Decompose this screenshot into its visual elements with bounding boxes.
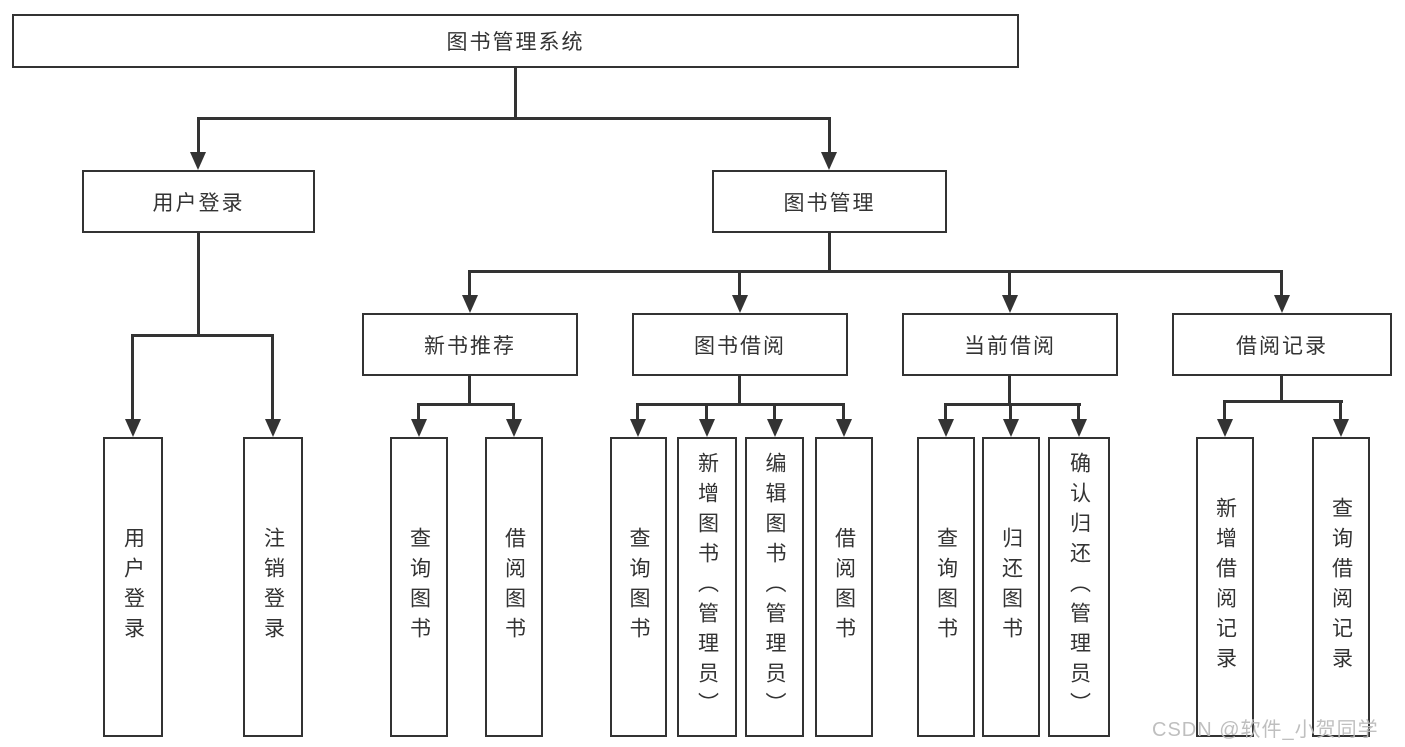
leaf-logout: 注销登录 [243,437,303,737]
connector-line [417,403,420,423]
connector-line [1223,400,1226,423]
arrow-down-icon [190,152,206,170]
connector-line [197,117,831,120]
connector-line [1280,376,1283,403]
arrow-down-icon [732,295,748,313]
arrow-down-icon [265,419,281,437]
node-user-login: 用户登录 [82,170,315,233]
connector-line [468,270,1283,273]
node-current-borrow: 当前借阅 [902,313,1118,376]
leaf-edit-books-admin: 编辑图书（管理员） [745,437,804,737]
leaf-borrow-books-recommend: 借阅图书 [485,437,543,737]
node-book-management: 图书管理 [712,170,947,233]
leaf-borrow-books: 借阅图书 [815,437,873,737]
connector-line [773,403,776,423]
connector-line [512,403,515,423]
connector-line [828,117,831,155]
leaf-user-login: 用户登录 [103,437,163,737]
connector-line [131,334,134,422]
leaf-query-books-borrow: 查询图书 [610,437,667,737]
connector-line [197,117,200,155]
arrow-down-icon [1003,419,1019,437]
connector-line [944,403,1081,406]
connector-line [1077,403,1080,423]
connector-line [636,403,845,406]
leaf-query-books-current: 查询图书 [917,437,975,737]
connector-line [417,403,515,406]
connector-line [1008,270,1011,298]
arrow-down-icon [1274,295,1290,313]
leaf-add-borrow-record: 新增借阅记录 [1196,437,1254,737]
node-root: 图书管理系统 [12,14,1019,68]
connector-line [1009,403,1012,423]
csdn-watermark: CSDN @软件_小贺同学 [1152,719,1379,741]
leaf-return-books: 归还图书 [982,437,1040,737]
connector-line [468,270,471,298]
node-borrow-records: 借阅记录 [1172,313,1392,376]
connector-line [705,403,708,423]
connector-line [468,376,471,406]
arrow-down-icon [1071,419,1087,437]
arrow-down-icon [821,152,837,170]
connector-line [944,403,947,423]
leaf-query-borrow-record: 查询借阅记录 [1312,437,1370,737]
arrow-down-icon [836,419,852,437]
connector-line [636,403,639,423]
connector-line [131,334,274,337]
arrow-down-icon [462,295,478,313]
node-new-book-recommend: 新书推荐 [362,313,578,376]
arrow-down-icon [506,419,522,437]
arrow-down-icon [1333,419,1349,437]
arrow-down-icon [1002,295,1018,313]
connector-line [738,376,741,406]
leaf-add-books-admin: 新增图书（管理员） [677,437,737,737]
connector-line [1339,400,1342,423]
connector-line [197,233,200,335]
connector-line [514,68,517,118]
connector-line [828,233,831,273]
arrow-down-icon [125,419,141,437]
connector-line [271,334,274,422]
connector-line [1008,376,1011,406]
arrow-down-icon [699,419,715,437]
connector-line [1280,270,1283,298]
arrow-down-icon [1217,419,1233,437]
connector-line [1223,400,1343,403]
node-book-borrow: 图书借阅 [632,313,848,376]
arrow-down-icon [630,419,646,437]
connector-line [842,403,845,423]
leaf-query-books-recommend: 查询图书 [390,437,448,737]
leaf-confirm-return-admin: 确认归还（管理员） [1048,437,1110,737]
arrow-down-icon [767,419,783,437]
connector-line [738,270,741,298]
arrow-down-icon [411,419,427,437]
arrow-down-icon [938,419,954,437]
